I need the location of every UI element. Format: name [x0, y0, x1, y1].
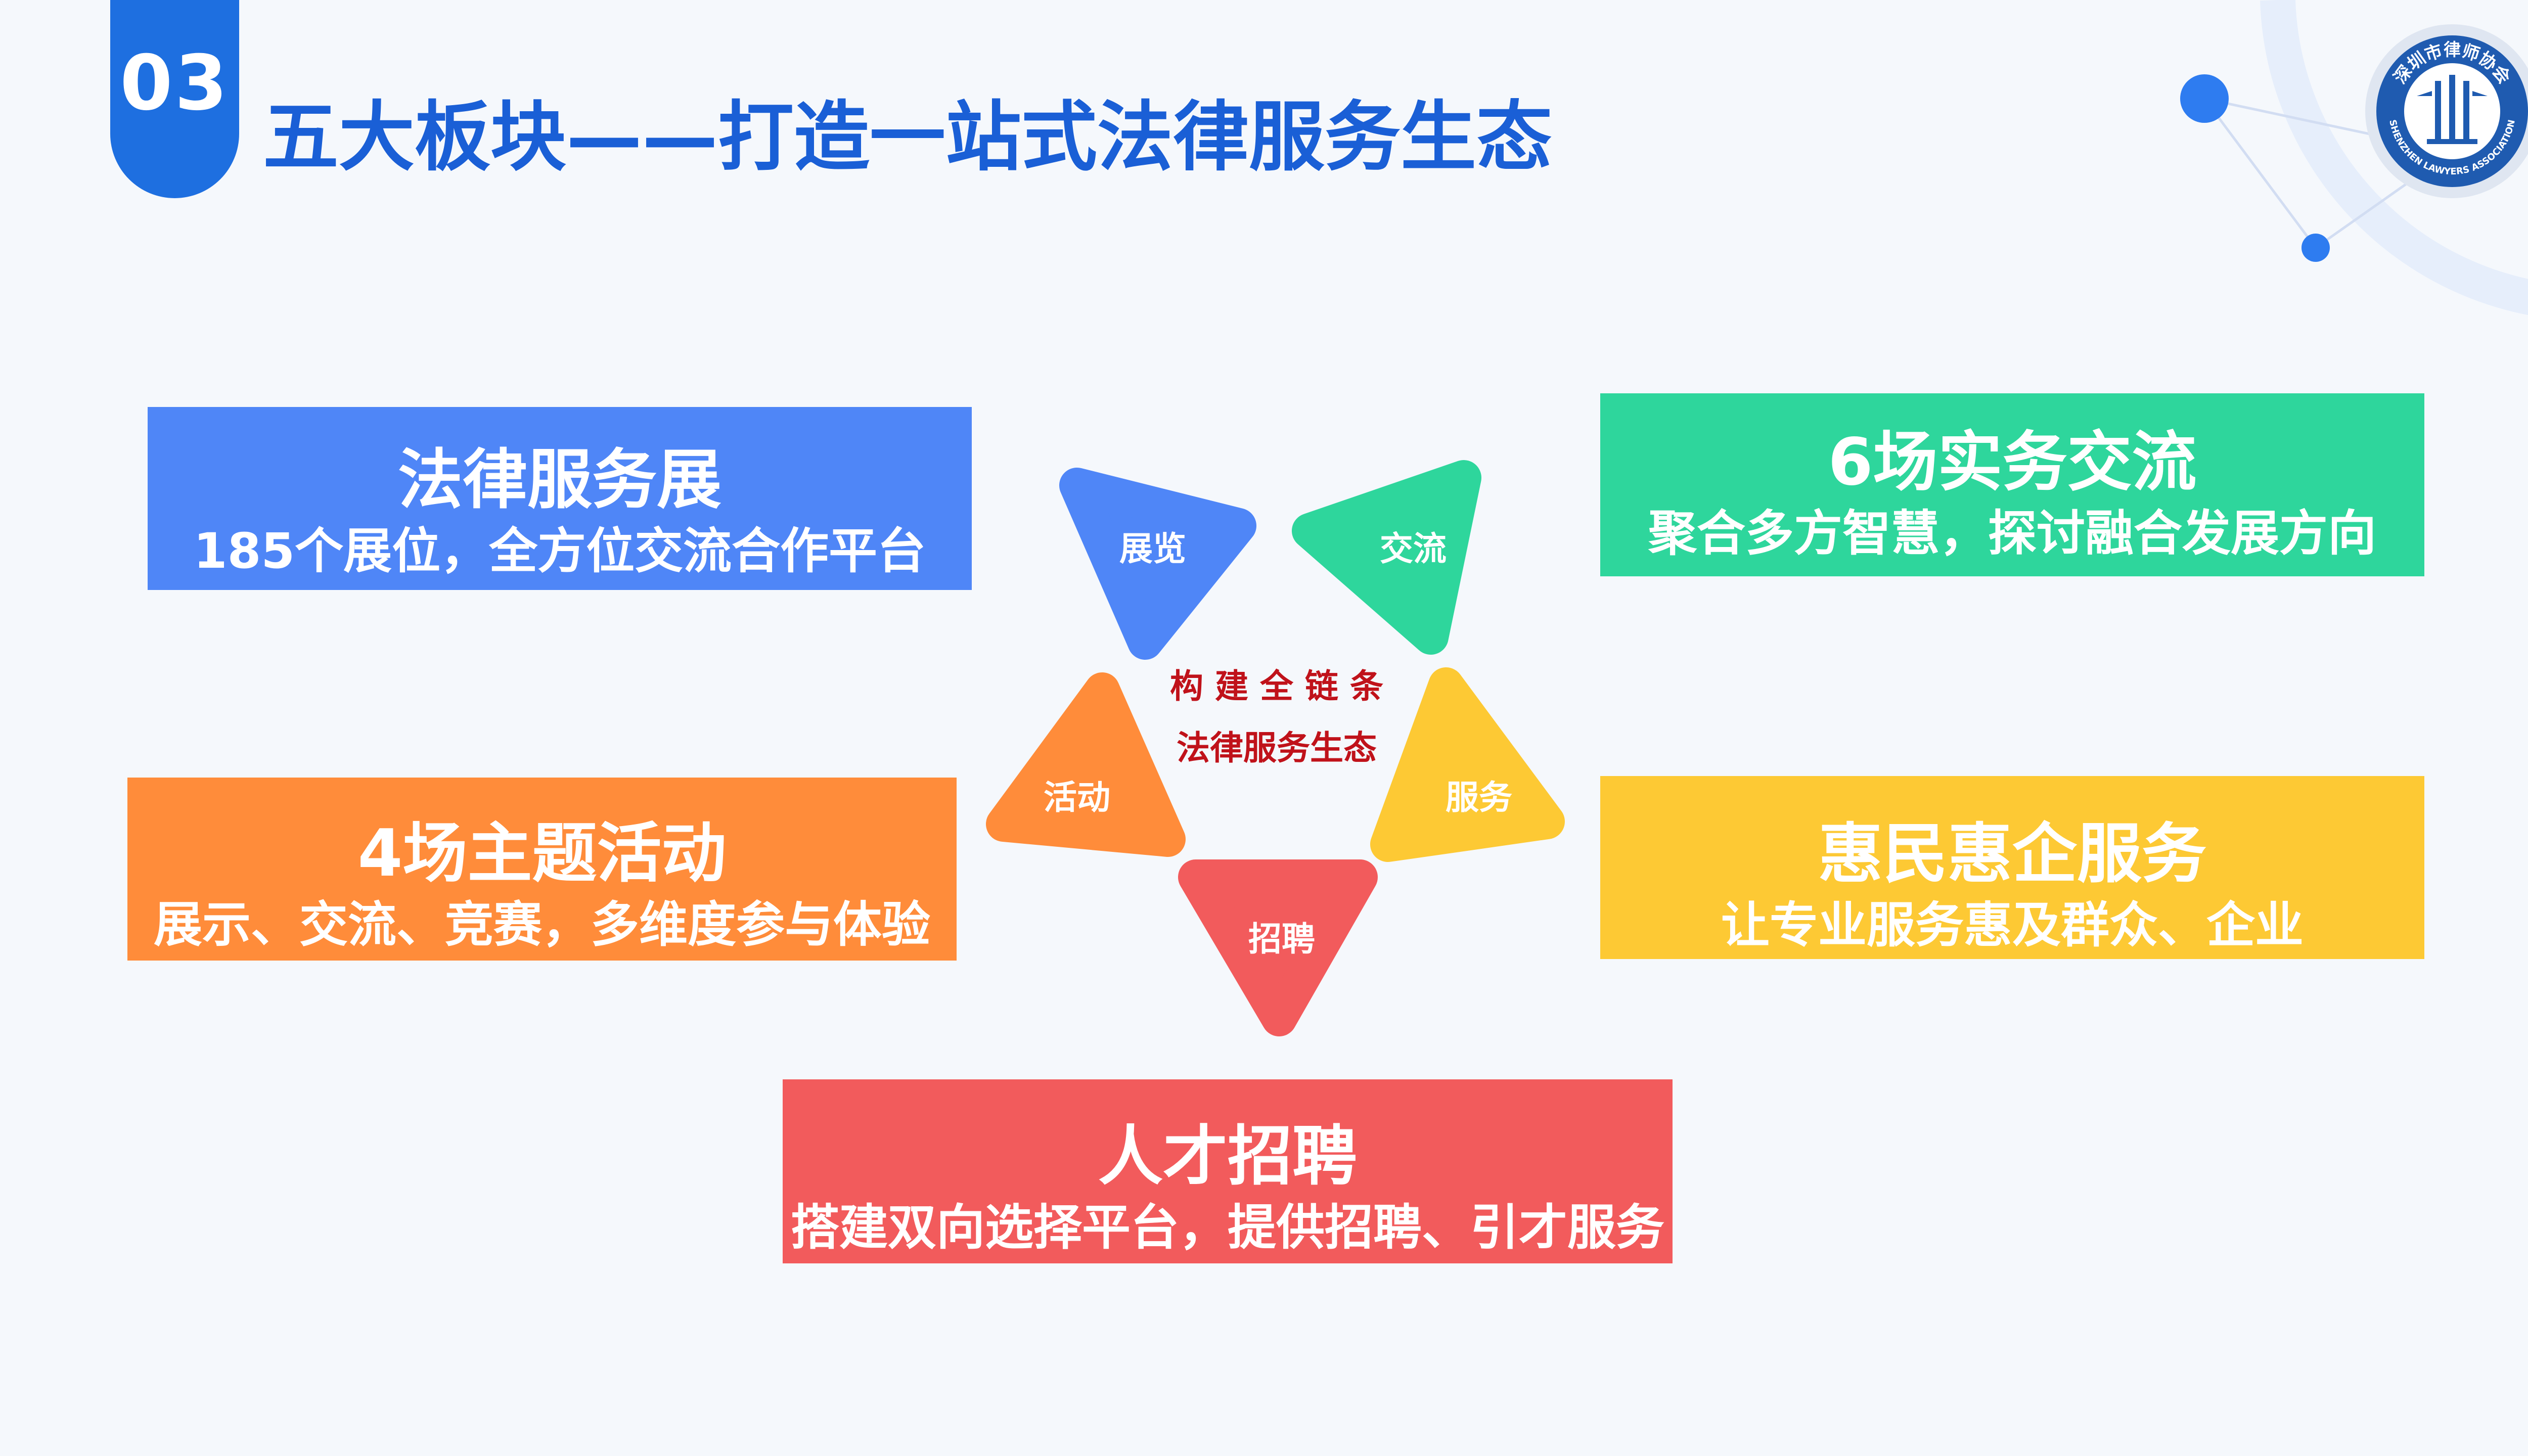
- card-talent-recruitment: 人才招聘 搭建双向选择平台，提供招聘、引才服务: [783, 1079, 1673, 1263]
- center-text-line1: 构 建 全 链 条: [1170, 667, 1383, 706]
- segment-label-exhibition: 展览: [1119, 529, 1186, 568]
- card-title: 法律服务展: [397, 442, 721, 518]
- card-title: 6场实务交流: [1828, 425, 2197, 500]
- card-subtitle: 185个展位，全方位交流合作平台: [193, 523, 926, 579]
- segment-activities: [986, 672, 1186, 857]
- card-practice-exchange: 6场实务交流 聚合多方智慧，探讨融合发展方向: [1600, 393, 2424, 576]
- segment-exhibition: [1059, 468, 1256, 660]
- segment-recruit: [1178, 859, 1378, 1036]
- decor-dot-large: [2180, 74, 2229, 123]
- center-text-line2: 法律服务生态: [1177, 729, 1377, 767]
- segment-label-services: 服务: [1446, 778, 1512, 817]
- segment-services: [1370, 667, 1565, 862]
- section-number-badge: [110, 0, 239, 198]
- section-number: 03: [120, 39, 230, 127]
- card-title: 人才招聘: [1098, 1119, 1357, 1194]
- card-subtitle: 聚合多方智慧，探讨融合发展方向: [1648, 505, 2376, 562]
- segment-exchange: [1292, 460, 1481, 655]
- association-logo: 深圳市律师协会 SHENZHEN LAWYERS ASSOCIATION: [2365, 24, 2528, 198]
- segment-label-activities: 活动: [1044, 778, 1110, 817]
- decor-dot-small: [2301, 234, 2330, 262]
- ecosystem-diagram: 展览 交流 服务 招聘 活动 构 建 全 链 条 法律服务生态: [986, 460, 1565, 1036]
- logo-stars: [2414, 108, 2491, 114]
- card-title: 惠民惠企服务: [1818, 816, 2206, 892]
- card-theme-activities: 4场主题活动 展示、交流、竞赛，多维度参与体验: [127, 778, 957, 961]
- segment-label-exchange: 交流: [1380, 529, 1447, 568]
- card-subtitle: 搭建双向选择平台，提供招聘、引才服务: [791, 1199, 1664, 1256]
- segment-label-recruit: 招聘: [1248, 920, 1315, 959]
- card-public-services: 惠民惠企服务 让专业服务惠及群众、企业: [1600, 776, 2424, 959]
- page-title: 五大板块——打造一站式法律服务生态: [263, 94, 1553, 181]
- card-subtitle: 让专业服务惠及群众、企业: [1721, 897, 2304, 953]
- card-legal-exhibition: 法律服务展 185个展位，全方位交流合作平台: [148, 407, 972, 590]
- card-subtitle: 展示、交流、竞赛，多维度参与体验: [154, 896, 930, 953]
- card-title: 4场主题活动: [357, 816, 727, 891]
